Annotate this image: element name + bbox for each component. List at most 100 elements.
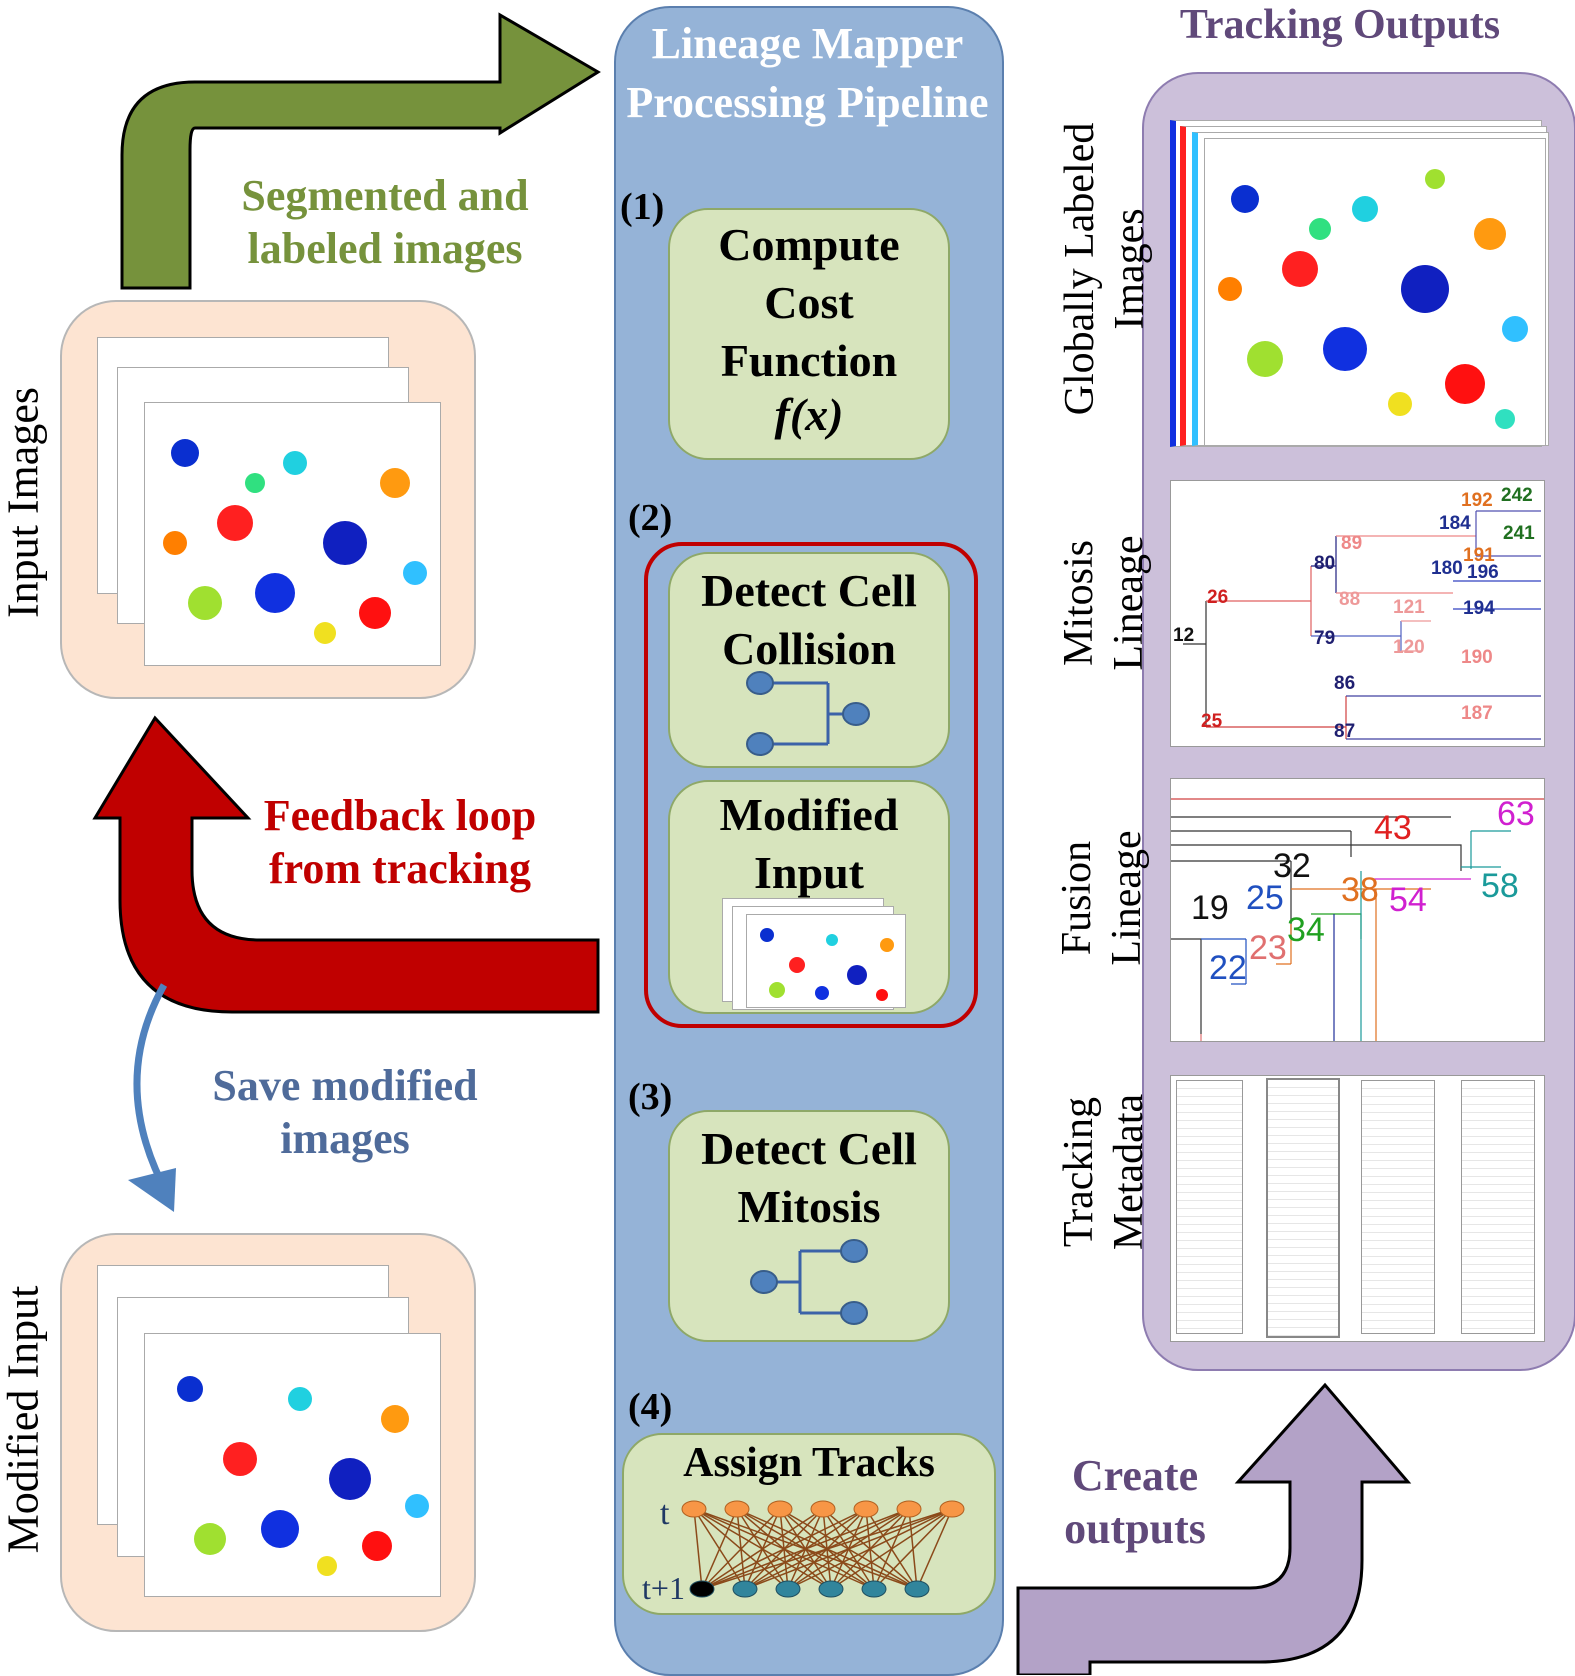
global-blobs	[1218, 169, 1528, 429]
node-label: 120	[1393, 637, 1425, 658]
mitosis-icon	[750, 1239, 868, 1325]
step-1-title: Compute Cost Function	[718, 219, 900, 386]
track-node-t	[810, 1500, 836, 1518]
node-label: 192	[1461, 490, 1493, 511]
assignment-edge	[701, 1508, 781, 1590]
collision-highlight	[644, 542, 978, 1028]
modified-input-blobs	[760, 928, 894, 1001]
tracking-metadata-label: Tracking Metadata	[1056, 1093, 1152, 1251]
node-label: 184	[1439, 513, 1471, 534]
assignment-edge	[873, 1508, 953, 1590]
node-label: 43	[1374, 809, 1412, 847]
mitosis-tree: 192 242 184 241 89 191 80 180 196 26 88 …	[1173, 485, 1541, 742]
track-node-t1	[689, 1580, 715, 1598]
globally-labeled-stack	[1170, 120, 1549, 450]
track-node-t	[939, 1500, 965, 1518]
collision-icon	[746, 671, 870, 756]
step-3-number: (3)	[628, 1076, 673, 1118]
assignment-edge	[701, 1508, 910, 1590]
node-label: 54	[1389, 881, 1427, 919]
step-4-title: Assign Tracks	[683, 1440, 935, 1486]
step-1-number: (1)	[620, 186, 665, 228]
mitosis-lineage-chart: 192 242 184 241 89 191 80 180 196 26 88 …	[1170, 480, 1545, 747]
node-label: 19	[1191, 889, 1229, 927]
node-label: 26	[1207, 587, 1228, 608]
metadata-table-4	[1461, 1080, 1535, 1334]
assignment-edge	[701, 1508, 953, 1590]
cell-blobs	[163, 439, 427, 644]
save-arrow-head	[128, 1168, 176, 1212]
outputs-title: Tracking Outputs	[1179, 2, 1501, 48]
step-1-compute-cost: Compute Cost Function f(x)	[668, 208, 950, 460]
node-label: 196	[1467, 562, 1499, 583]
node-label: 12	[1173, 625, 1194, 646]
track-node-t	[767, 1500, 793, 1518]
save-label: Save modified images	[212, 1061, 478, 1163]
assignment-edge	[701, 1508, 824, 1590]
node-label: 23	[1249, 929, 1287, 967]
step-4-number: (4)	[628, 1386, 673, 1428]
fusion-lineage-chart: 63 43 32 58 19 25 38 54 23 34 22	[1170, 778, 1545, 1042]
bipartite-graph	[681, 1500, 965, 1598]
track-node-t1	[904, 1580, 930, 1598]
node-label: 242	[1501, 485, 1533, 506]
node-label: 32	[1273, 847, 1311, 885]
track-node-t	[681, 1500, 707, 1518]
step-3-detect-mitosis: Detect Cell Mitosis	[668, 1110, 950, 1342]
save-arrow	[133, 983, 172, 1197]
node-label: 241	[1503, 523, 1535, 544]
step-3-title: Detect Cell Mitosis	[701, 1123, 917, 1232]
global-frame-4	[1204, 138, 1546, 446]
row-t-label: t	[660, 1495, 670, 1532]
track-node-t	[896, 1500, 922, 1518]
node-label: 190	[1461, 647, 1493, 668]
assignment-edge	[701, 1508, 738, 1590]
node-label: 25	[1201, 711, 1223, 732]
node-label: 191	[1463, 545, 1495, 566]
step-2-title-b: Modified Input	[719, 789, 899, 898]
step-2-title-a: Detect Cell Collision	[701, 565, 917, 674]
track-node-t1	[775, 1580, 801, 1598]
mitosis-lineage-label: Mitosis Lineage	[1056, 535, 1152, 671]
step-2-modified-input: Modified Input	[668, 780, 950, 1014]
node-label: 58	[1481, 867, 1519, 905]
cell-blobs-modified	[177, 1376, 429, 1576]
assignment-edge	[693, 1508, 703, 1590]
step-2-number: (2)	[628, 497, 673, 539]
node-label: 22	[1209, 949, 1247, 987]
node-label: 86	[1334, 673, 1355, 694]
node-label: 89	[1341, 533, 1362, 554]
create-outputs-arrow	[1016, 1382, 1412, 1675]
track-node-t	[724, 1500, 750, 1518]
pipeline-title: Lineage Mapper Processing Pipeline	[626, 19, 989, 128]
globally-labeled-label: Globally Labeled Images	[1057, 122, 1153, 416]
segmented-arrow	[120, 12, 601, 290]
node-label: 79	[1314, 628, 1335, 649]
create-outputs-label: Create outputs	[1064, 1451, 1206, 1553]
modified-image-frame-3	[144, 1333, 441, 1597]
assignment-edge	[830, 1508, 953, 1590]
feedback-label: Feedback loop from tracking	[263, 791, 537, 893]
assignment-edge	[787, 1508, 953, 1590]
node-label: 80	[1314, 553, 1335, 574]
metadata-table-2	[1266, 1078, 1340, 1338]
node-label: 34	[1287, 911, 1325, 949]
modified-input-label: Modified Input	[0, 1285, 48, 1554]
track-node-t1	[861, 1580, 887, 1598]
assignment-edge	[744, 1508, 953, 1590]
input-images-label: Input Images	[0, 387, 48, 618]
step-2-detect-collision: Detect Cell Collision	[668, 552, 950, 768]
segmented-label: Segmented and labeled images	[241, 171, 529, 273]
modified-input-panel	[60, 1233, 476, 1632]
node-label: 121	[1393, 597, 1425, 618]
assignment-edge	[701, 1508, 867, 1590]
node-label: 180	[1431, 558, 1463, 579]
fusion-lineage-label: Fusion Lineage	[1054, 830, 1150, 966]
node-label: 194	[1463, 598, 1495, 619]
node-label: 87	[1334, 721, 1355, 742]
node-label: 38	[1341, 871, 1379, 909]
node-label: 88	[1339, 589, 1360, 610]
tracking-metadata-panel	[1170, 1075, 1545, 1342]
feedback-arrow	[92, 715, 600, 1014]
track-node-t1	[818, 1580, 844, 1598]
